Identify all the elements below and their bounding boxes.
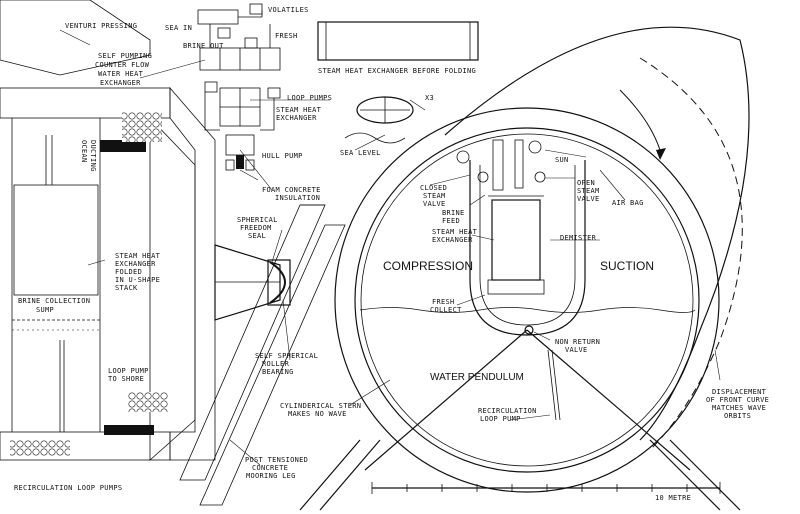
label-displacement-4: ORBITS — [724, 412, 751, 420]
label-displacement-2: OF FRONT CURVE — [706, 396, 769, 404]
label-ocean-duct-2: DUCTING — [89, 140, 97, 172]
label-closed-steam-3: VALVE — [423, 200, 446, 208]
label-self-pumping-3: WATER HEAT — [98, 70, 144, 78]
label-hull-pump: HULL PUMP — [262, 152, 303, 160]
label-steam-hx-top-2: EXCHANGER — [276, 114, 317, 122]
label-brine-collection-1: BRINE COLLECTION — [18, 297, 90, 305]
label-sun: SUN — [555, 156, 569, 164]
label-self-spherical-2: ROLLER — [262, 360, 290, 368]
label-loop-pumps: LOOP PUMPS — [287, 94, 332, 102]
label-steam-hx-center-1: STEAM HEAT — [432, 228, 478, 236]
label-steam-hx-before-folding: STEAM HEAT EXCHANGER BEFORE FOLDING — [318, 67, 476, 75]
label-open-steam-2: STEAM — [577, 187, 600, 195]
label-spherical-freedom-3: SEAL — [248, 232, 266, 240]
label-venturi-pressing: VENTURI PRESSING — [65, 22, 137, 30]
label-sea-in: SEA IN — [165, 24, 192, 32]
label-self-pumping-2: COUNTER FLOW — [95, 61, 150, 69]
shore-structure — [0, 0, 346, 506]
scale-bar — [371, 482, 721, 494]
label-self-spherical-1: SELF SPHERICAL — [255, 352, 318, 360]
label-suction: SUCTION — [600, 259, 654, 273]
label-fresh-top: FRESH — [275, 32, 298, 40]
label-recirc-loop-pumps: RECIRCULATION LOOP PUMPS — [14, 484, 122, 492]
label-fresh-collect-2: COLLECT — [430, 306, 462, 314]
label-cyl-stern-1: CYLINDERICAL STERN — [280, 402, 361, 410]
label-open-steam-3: VALVE — [577, 195, 600, 203]
label-self-pumping-1: SELF PUMPING — [98, 52, 152, 60]
label-fresh-collect-1: FRESH — [432, 298, 455, 306]
label-hx-folded-3: FOLDED — [115, 268, 142, 276]
label-spherical-freedom-1: SPHERICAL — [237, 216, 278, 224]
label-non-return-1: NON RETURN — [555, 338, 600, 346]
label-post-tensioned-1: POST TENSIONED — [245, 456, 308, 464]
label-hx-folded-2: EXCHANGER — [115, 260, 156, 268]
label-brine-feed-2: FEED — [442, 217, 460, 225]
label-brine-feed-1: BRINE — [442, 209, 465, 217]
label-open-steam-1: OPEN — [577, 179, 595, 187]
label-water-pendulum: WATER PENDULUM — [430, 372, 524, 383]
label-hx-folded-4: IN U-SHAPE — [115, 276, 160, 284]
label-self-pumping-4: EXCHANGER — [100, 79, 141, 87]
sphere-hull — [299, 26, 750, 511]
label-air-bag: AIR BAG — [612, 199, 644, 207]
label-steam-hx-center-2: EXCHANGER — [432, 236, 473, 244]
label-ocean-duct-1: OCEAN — [80, 140, 88, 163]
label-hx-folded-1: STEAM HEAT — [115, 252, 161, 260]
label-displacement-3: MATCHES WAVE — [712, 404, 766, 412]
label-ten-metre: 10 METRE — [655, 494, 691, 502]
label-sea-level: SEA LEVEL — [340, 149, 381, 157]
label-demister: DEMISTER — [560, 234, 597, 242]
label-brine-collection-2: SUMP — [36, 306, 54, 314]
label-brine-out: BRINE OUT — [183, 42, 224, 50]
top-schematic — [197, 3, 479, 171]
label-non-return-2: VALVE — [565, 346, 588, 354]
label-post-tensioned-2: CONCRETE — [252, 464, 288, 472]
label-hx-folded-5: STACK — [115, 284, 138, 292]
label-displacement-1: DISPLACEMENT — [712, 388, 767, 396]
leader-lines — [59, 29, 721, 466]
label-recirc-loop-2: LOOP PUMP — [480, 415, 521, 423]
label-volatiles: VOLATILES — [268, 6, 309, 14]
label-self-spherical-3: BEARING — [262, 368, 294, 376]
label-recirc-loop-1: RECIRCULATION — [478, 407, 537, 415]
label-compression: COMPRESSION — [383, 259, 473, 273]
label-closed-steam-2: STEAM — [423, 192, 446, 200]
label-x3: X3 — [425, 94, 434, 102]
annotation-labels: VOLATILES SEA IN FRESH BRINE OUT STEAM H… — [14, 6, 769, 502]
label-cyl-stern-2: MAKES NO WAVE — [288, 410, 347, 418]
label-closed-steam-1: CLOSED — [420, 184, 447, 192]
label-post-tensioned-3: MOORING LEG — [246, 472, 296, 480]
label-steam-hx-top-1: STEAM HEAT — [276, 106, 322, 114]
label-spherical-freedom-2: FREEDOM — [240, 224, 272, 232]
label-foam-concrete-2: INSULATION — [275, 194, 320, 202]
label-loop-pump-shore-1: LOOP PUMP — [108, 367, 149, 375]
label-loop-pump-shore-2: TO SHORE — [108, 375, 144, 383]
label-foam-concrete-1: FOAM CONCRETE — [262, 186, 321, 194]
